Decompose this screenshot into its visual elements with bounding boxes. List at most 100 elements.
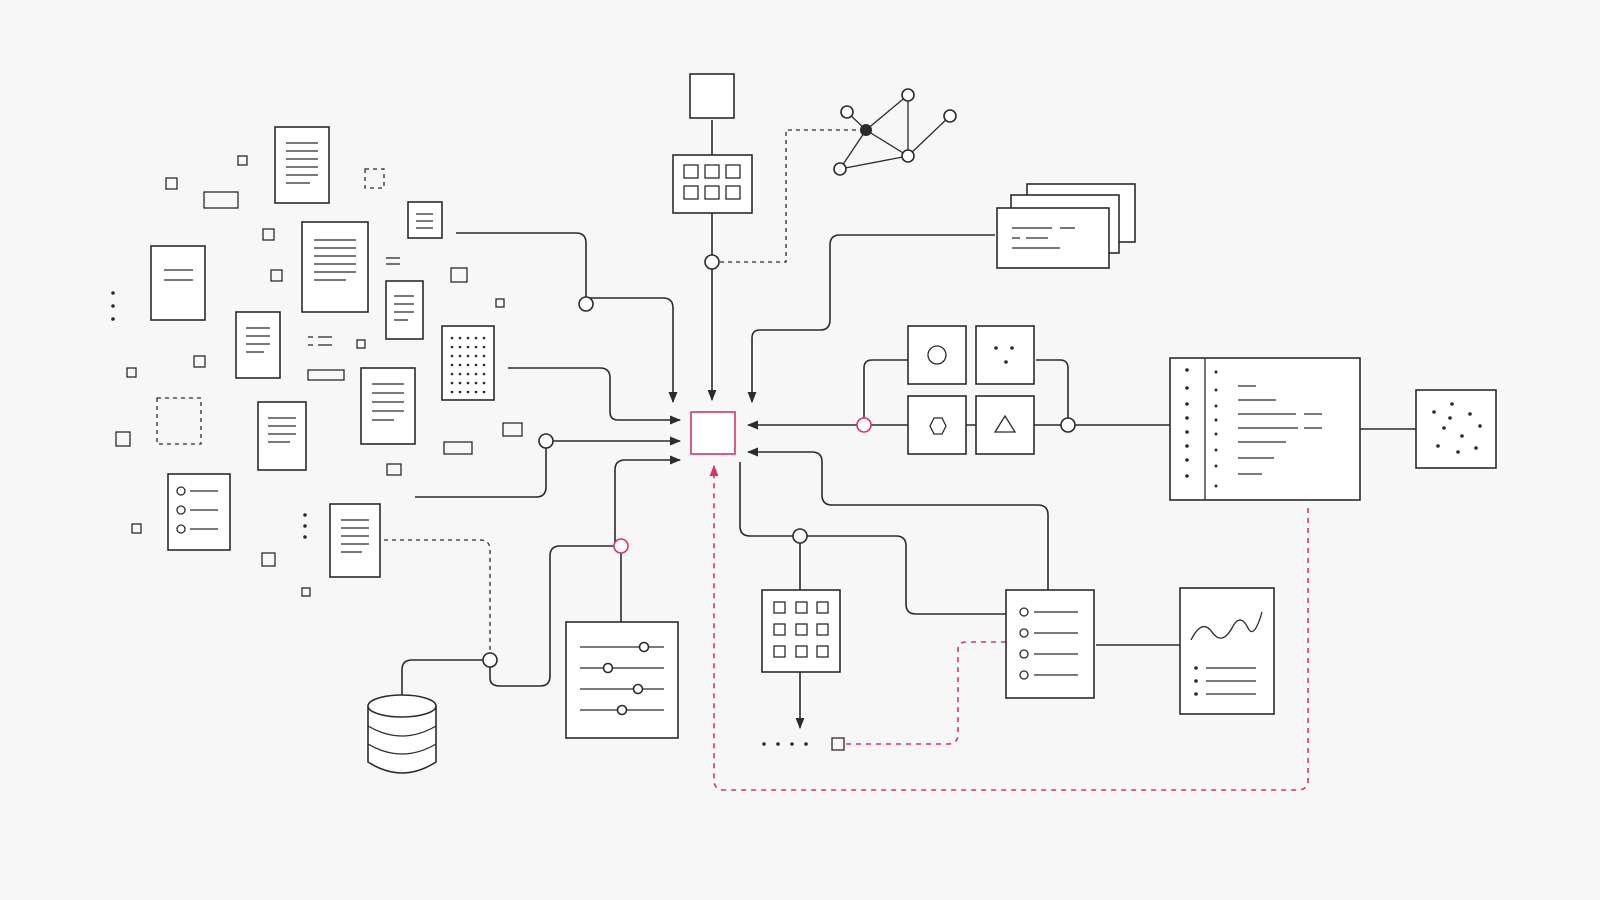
feedback-loop-checklist xyxy=(846,641,1006,745)
junction-node xyxy=(482,652,498,668)
document-icon xyxy=(274,126,330,204)
dot-mark xyxy=(450,345,454,349)
connector-lower-net xyxy=(739,462,1006,615)
dot-mark xyxy=(1185,386,1189,390)
connector-db xyxy=(401,659,490,700)
dot-mark xyxy=(466,381,470,385)
dot-mark xyxy=(482,345,486,349)
dot-mark xyxy=(1185,416,1189,420)
square-icon xyxy=(193,355,206,368)
square-icon xyxy=(131,523,142,534)
junction-node-accent xyxy=(856,417,872,433)
square-icon xyxy=(356,339,366,349)
dot-mark xyxy=(466,363,470,367)
square-icon xyxy=(831,737,845,751)
dot-mark xyxy=(450,381,454,385)
dot-mark xyxy=(474,354,478,358)
line-chart-icon xyxy=(1179,587,1275,715)
document-icon xyxy=(360,367,416,445)
database-icon xyxy=(367,694,437,774)
document-icon xyxy=(407,201,443,239)
junction-node xyxy=(538,433,554,449)
dot-mark xyxy=(482,354,486,358)
square-icon xyxy=(495,298,505,308)
dot-mark xyxy=(450,336,454,340)
square-icon xyxy=(502,422,523,437)
dot-mark xyxy=(450,390,454,394)
dot-mark xyxy=(458,336,462,340)
dot-mark xyxy=(482,372,486,376)
dot-mark xyxy=(1214,432,1218,436)
junction-node xyxy=(578,296,594,312)
dot-mark xyxy=(1468,412,1472,416)
dot-mark xyxy=(1214,370,1218,374)
dot-mark xyxy=(474,390,478,394)
document-icon xyxy=(150,245,206,321)
dot-mark xyxy=(1432,410,1436,414)
connector-db-route xyxy=(489,545,615,687)
dot-mark xyxy=(474,363,478,367)
connector-cards-hub xyxy=(747,234,995,404)
ellipsis-vertical-icon xyxy=(303,513,307,539)
junction-node-accent xyxy=(613,538,629,554)
dot-mark xyxy=(1436,444,1440,448)
bar-icon xyxy=(307,369,345,381)
connector-dotgrid-hub xyxy=(508,367,682,425)
square-icon xyxy=(270,269,283,282)
dot-mark xyxy=(482,363,486,367)
dot-mark xyxy=(458,390,462,394)
connector-doc-db xyxy=(384,539,491,654)
shape-classifier-icon xyxy=(907,325,1035,455)
dot-mark xyxy=(450,363,454,367)
dot-mark xyxy=(466,390,470,394)
square-icon xyxy=(450,267,468,283)
dot-mark xyxy=(1214,464,1218,468)
dot-mark xyxy=(1214,484,1218,488)
square-icon xyxy=(261,552,276,567)
connector-graph xyxy=(712,129,866,263)
dot-mark xyxy=(474,381,478,385)
connector-checklist-hub xyxy=(746,447,1049,590)
connector-classifier-loop-r xyxy=(1036,359,1069,425)
junction-node xyxy=(1060,417,1076,433)
connector-pink-node-hub xyxy=(614,455,682,546)
grid-icon xyxy=(761,589,841,673)
dot-mark xyxy=(1185,474,1189,478)
square-icon xyxy=(301,587,311,597)
checklist-icon xyxy=(1005,589,1095,699)
dot-mark xyxy=(1185,402,1189,406)
dot-mark xyxy=(474,345,478,349)
dot-mark xyxy=(458,354,462,358)
top-square-node xyxy=(689,73,735,119)
square-icon xyxy=(165,177,178,190)
dot-mark xyxy=(1185,368,1189,372)
stacked-cards-icon xyxy=(996,183,1136,269)
dot-mark xyxy=(1214,404,1218,408)
scatter-icon xyxy=(1415,389,1497,469)
sliders-icon xyxy=(565,621,679,739)
dot-mark xyxy=(1214,418,1218,422)
central-hub-icon xyxy=(690,411,736,455)
document-icon xyxy=(329,503,381,578)
dot-mark xyxy=(1460,434,1464,438)
dot-mark xyxy=(1185,458,1189,462)
dashed-square-icon xyxy=(156,397,202,445)
junction-node xyxy=(792,528,808,544)
document-icon xyxy=(235,311,281,379)
dot-grid-document-icon xyxy=(441,325,495,401)
checklist-icon xyxy=(167,473,231,551)
connector-lower xyxy=(415,448,547,498)
dot-mark xyxy=(466,354,470,358)
dot-mark xyxy=(450,372,454,376)
dot-mark xyxy=(450,354,454,358)
dot-mark xyxy=(1456,450,1460,454)
dot-mark xyxy=(1442,426,1446,430)
dot-mark xyxy=(466,336,470,340)
dot-mark xyxy=(482,336,486,340)
dot-mark xyxy=(1448,416,1452,420)
dot-mark xyxy=(1185,430,1189,434)
bar-icon xyxy=(443,441,473,455)
feedback-loop-main xyxy=(709,464,1309,791)
dot-mark xyxy=(482,381,486,385)
